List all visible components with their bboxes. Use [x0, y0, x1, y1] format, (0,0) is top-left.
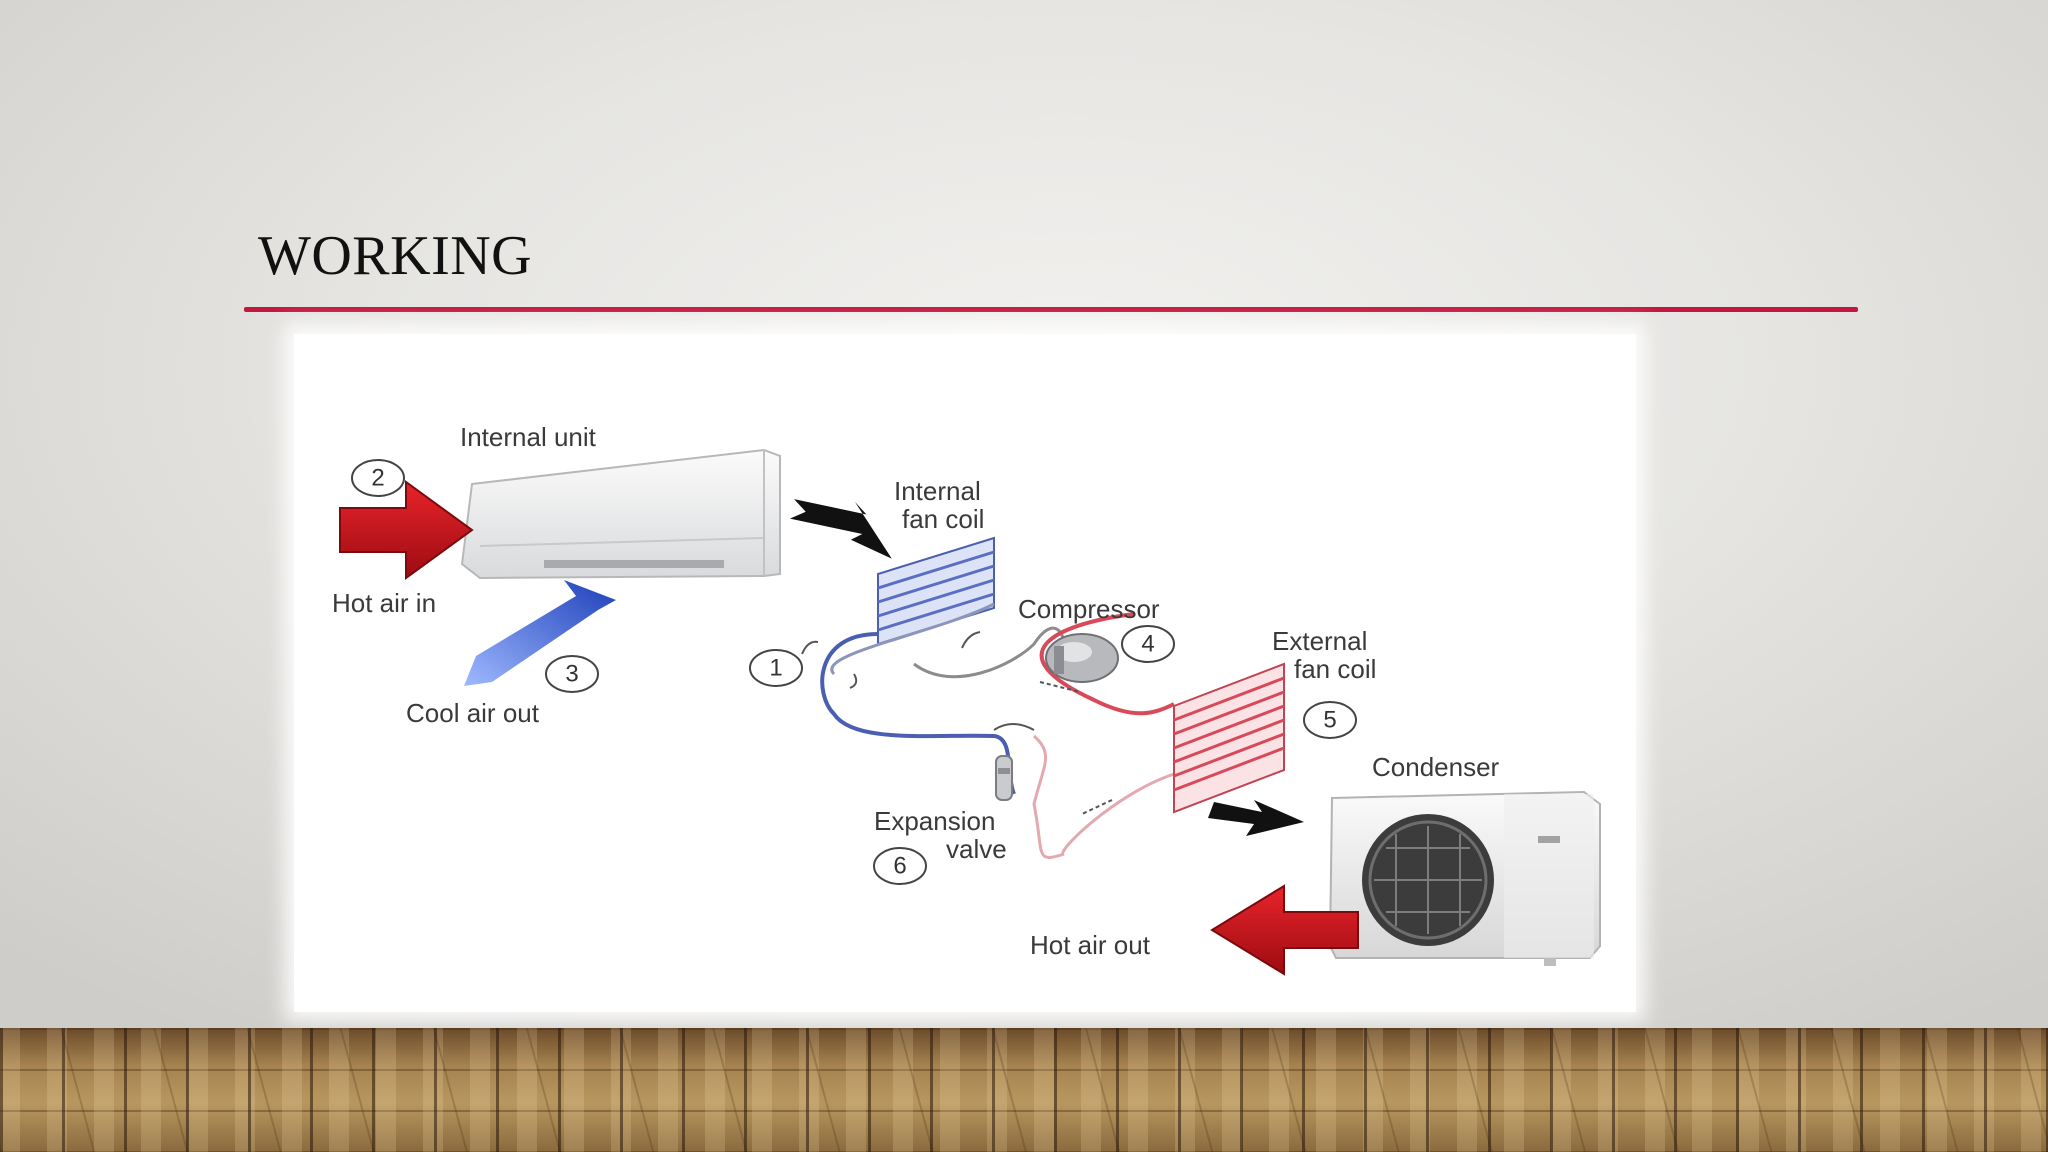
liquid-pipe	[1032, 734, 1175, 859]
step-marker-3: 3	[545, 655, 599, 693]
flow-arrow-icon	[801, 640, 819, 655]
label-hot-air-out: Hot air out	[1030, 930, 1151, 960]
svg-text:3: 3	[565, 661, 578, 688]
label-external-fan-coil-line1: External	[1272, 626, 1367, 656]
flow-arrow-icon	[993, 723, 1035, 731]
svg-text:2: 2	[371, 465, 384, 492]
hot-pipe	[1039, 612, 1175, 716]
cold-pipe	[820, 632, 1016, 795]
airflow-arrow-to-internal-unit	[789, 499, 892, 559]
label-expansion-valve-line2: valve	[946, 834, 1007, 864]
external-fan-coil	[1173, 662, 1285, 814]
hot-air-in-arrow	[339, 480, 474, 580]
internal-fan-coil	[877, 536, 995, 646]
label-expansion-valve-line1: Expansion	[874, 806, 995, 836]
flow-arrow-icon	[1039, 681, 1081, 693]
flow-arrow-icon	[849, 673, 858, 689]
label-internal-fan-coil-line2: fan coil	[902, 504, 984, 534]
svg-text:5: 5	[1323, 707, 1336, 734]
label-internal-unit: Internal unit	[460, 422, 597, 452]
step-marker-1: 1	[749, 649, 803, 687]
condenser-unit	[1328, 790, 1601, 966]
label-cool-air-out: Cool air out	[406, 698, 540, 728]
cool-air-out-arrow	[464, 580, 616, 686]
airflow-arrow-to-condenser	[1208, 800, 1304, 836]
label-hot-air-in: Hot air in	[332, 588, 436, 618]
internal-unit	[460, 448, 781, 580]
step-marker-4: 4	[1121, 625, 1175, 663]
label-compressor: Compressor	[1018, 594, 1160, 624]
svg-text:4: 4	[1141, 631, 1154, 658]
step-marker-2: 2	[351, 459, 405, 497]
title-divider	[244, 307, 1858, 312]
label-internal-fan-coil-line1: Internal	[894, 476, 981, 506]
ac-working-diagram: Internal unit Internal fan coil Compress…	[294, 334, 1636, 1012]
svg-text:1: 1	[769, 655, 782, 682]
step-marker-6: 6	[873, 847, 927, 885]
label-condenser: Condenser	[1372, 752, 1500, 782]
diagram-canvas: Internal unit Internal fan coil Compress…	[332, 422, 1601, 976]
step-marker-5: 5	[1303, 701, 1357, 739]
return-pipe	[830, 602, 995, 676]
slide-title: WORKING	[258, 225, 533, 287]
flow-arrow-icon	[1081, 799, 1113, 815]
wooden-floor-decoration	[0, 1028, 2048, 1152]
compressor	[1045, 633, 1119, 683]
expansion-valve	[995, 755, 1013, 801]
hot-air-out-arrow	[1210, 884, 1359, 976]
svg-text:6: 6	[893, 853, 906, 880]
flow-arrow-icon	[961, 631, 981, 649]
label-external-fan-coil-line2: fan coil	[1294, 654, 1376, 684]
